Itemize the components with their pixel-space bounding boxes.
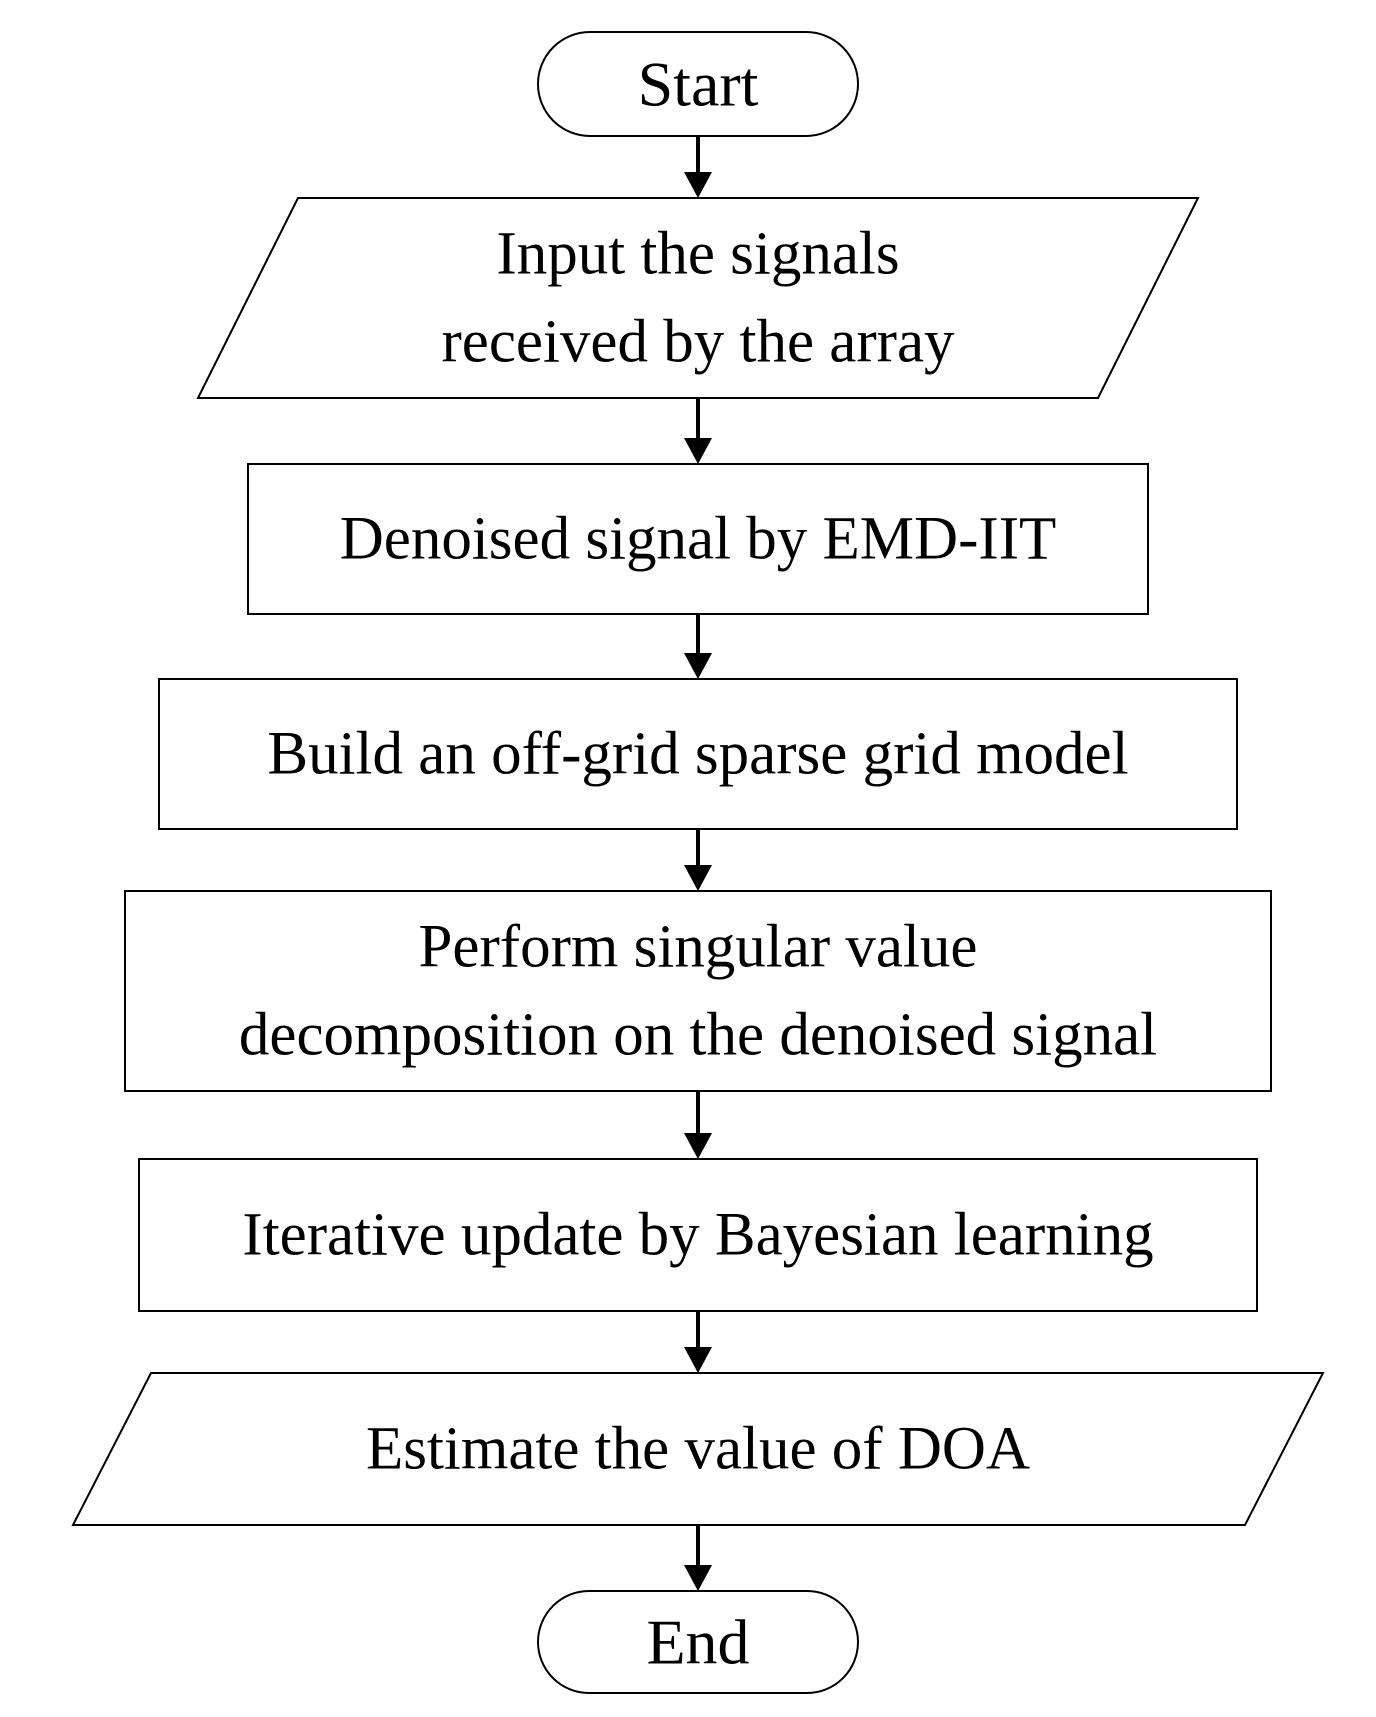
arrow-denoise-to-build-model <box>684 614 712 679</box>
flow-node-bayesian: Iterative update by Bayesian learning <box>138 1158 1258 1312</box>
arrow-head <box>684 1133 712 1159</box>
flow-node-end: End <box>537 1590 859 1694</box>
process-box-shape <box>247 463 1149 615</box>
arrow-input-to-denoise <box>684 398 712 464</box>
flow-node-label: Perform singular value <box>418 914 977 981</box>
connector-layer <box>684 136 712 1591</box>
process-box-shape <box>124 890 1272 1092</box>
flow-node-estimate: Estimate the value of DOA <box>71 1372 1325 1526</box>
flow-node-label: Build an off-grid sparse grid model <box>267 721 1128 788</box>
terminal-shape <box>537 31 859 137</box>
flow-node-svd: Perform singular value decomposition on t… <box>124 890 1272 1092</box>
arrow-head <box>684 653 712 679</box>
terminal-shape <box>537 1590 859 1694</box>
arrow-estimate-to-end <box>684 1525 712 1591</box>
arrow-head <box>684 865 712 891</box>
flow-node-label: decomposition on the denoised signal <box>239 1002 1157 1069</box>
flow-node-label: Denoised signal by EMD-IIT <box>340 506 1057 573</box>
flow-node-denoise: Denoised signal by EMD-IIT <box>247 463 1149 615</box>
flow-node-label: Input the signals <box>496 221 899 288</box>
arrow-head <box>684 1347 712 1373</box>
flow-node-label: End <box>646 1607 749 1678</box>
io-parallelogram-shape <box>71 1372 1325 1526</box>
arrow-head <box>684 1565 712 1591</box>
flow-node-label: Start <box>638 49 759 120</box>
arrow-bayesian-to-estimate <box>684 1311 712 1373</box>
arrow-start-to-input <box>684 136 712 198</box>
flow-node-input: Input the signals received by the array <box>196 197 1200 399</box>
flow-node-label: Iterative update by Bayesian learning <box>242 1202 1153 1269</box>
arrow-svd-to-bayesian <box>684 1091 712 1159</box>
arrow-head <box>684 438 712 464</box>
flow-node-build-model: Build an off-grid sparse grid model <box>158 678 1238 830</box>
flow-node-start: Start <box>537 31 859 137</box>
arrow-build-model-to-svd <box>684 829 712 891</box>
process-box-shape <box>158 678 1238 830</box>
arrow-head <box>684 172 712 198</box>
flow-node-label: Estimate the value of DOA <box>366 1416 1030 1483</box>
io-parallelogram-shape <box>196 197 1200 399</box>
flow-node-label: received by the array <box>441 309 955 376</box>
process-box-shape <box>138 1158 1258 1312</box>
